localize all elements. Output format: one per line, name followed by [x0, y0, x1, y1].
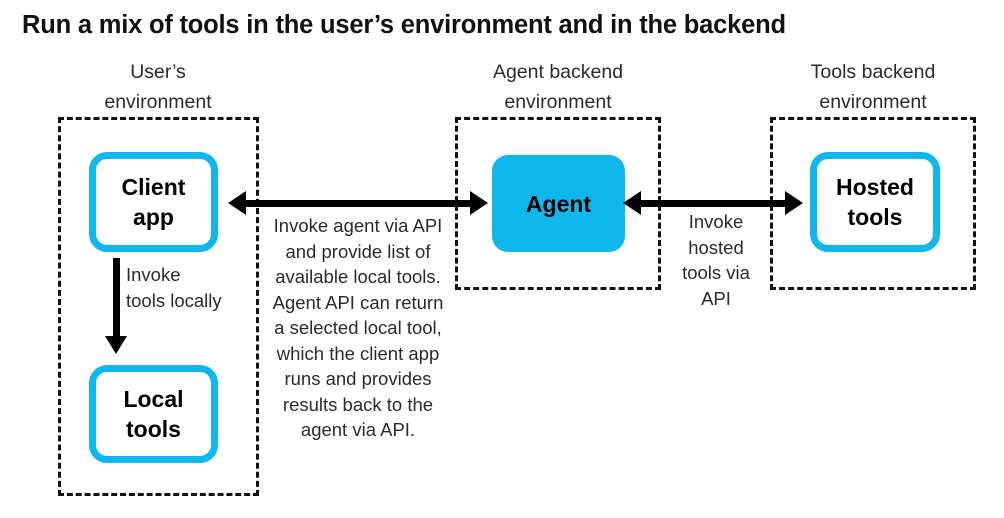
arrow-agent-hosted-head-right-icon	[785, 191, 803, 215]
environment-heading-agent: Agent backend environment	[455, 57, 661, 117]
node-agent: Agent	[492, 155, 625, 252]
node-client-app-line2: app	[133, 204, 174, 230]
node-hosted-tools: Hosted tools	[810, 152, 940, 252]
environment-heading-agent-line2: environment	[504, 91, 612, 113]
node-local-tools: Local tools	[89, 365, 218, 463]
arrow-agent-hosted-shaft	[640, 200, 785, 207]
node-client-app: Client app	[89, 152, 218, 252]
node-hosted-tools-line1: Hosted	[836, 174, 914, 200]
node-local-tools-line1: Local	[123, 386, 184, 412]
node-local-tools-line2: tools	[126, 416, 181, 442]
environment-heading-tools-line1: Tools backend	[810, 61, 936, 83]
environment-heading-tools-line2: environment	[819, 91, 927, 113]
caption-invoke-agent-via-api: Invoke agent via API and provide list of…	[272, 215, 444, 440]
environment-heading-agent-line1: Agent backend	[492, 61, 624, 83]
environment-heading-user-line1: User’s	[130, 61, 186, 83]
arrow-client-agent-shaft	[245, 200, 470, 207]
arrow-client-local-head-down-icon	[105, 336, 127, 354]
environment-heading-tools: Tools backend environment	[770, 57, 976, 117]
page-title: Run a mix of tools in the user’s environ…	[22, 11, 786, 39]
arrow-client-agent-head-right-icon	[470, 191, 488, 215]
environment-heading-user-line2: environment	[104, 91, 212, 113]
caption-invoke-tools-locally: Invoke tools locally	[126, 264, 222, 311]
arrow-agent-hosted-head-left-icon	[623, 191, 641, 215]
environment-heading-user: User’s environment	[58, 57, 258, 117]
arrow-client-local-shaft	[113, 258, 120, 338]
environment-boundary-user	[58, 117, 259, 496]
node-agent-label: Agent	[525, 190, 592, 217]
caption-invoke-hosted-tools: Invoke hosted tools via API	[682, 211, 750, 309]
node-client-app-line1: Client	[121, 174, 186, 200]
arrow-client-agent-head-left-icon	[228, 191, 246, 215]
node-hosted-tools-line2: tools	[847, 204, 903, 230]
